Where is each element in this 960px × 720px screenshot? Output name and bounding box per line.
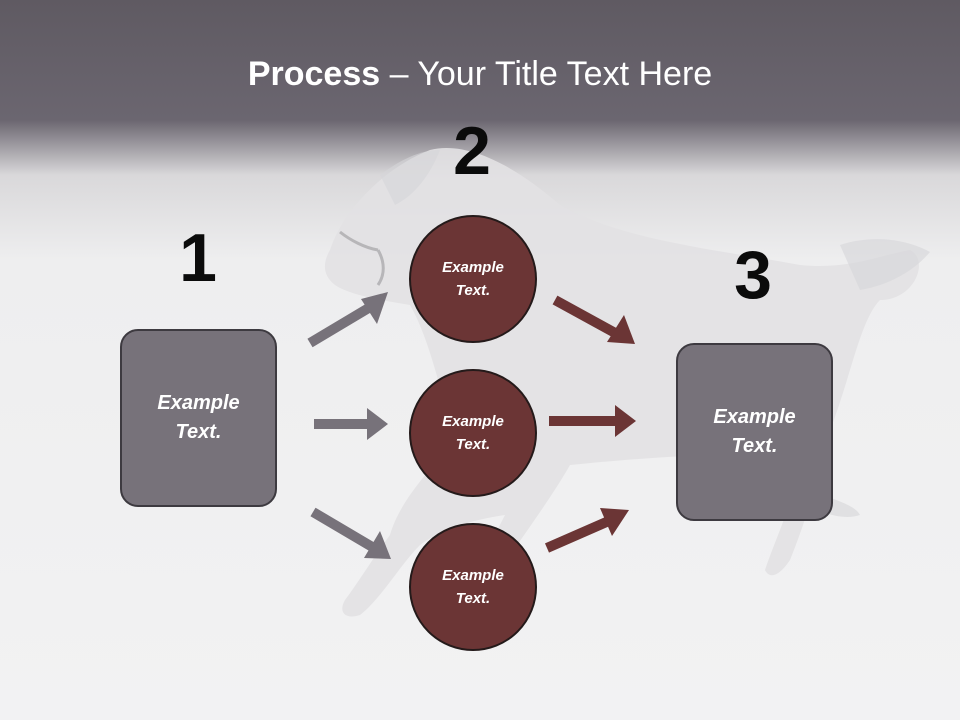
circle-top-text: Example Text. xyxy=(442,259,504,299)
red-arrow-straight xyxy=(549,405,636,437)
slide-title: Process – Your Title Text Here xyxy=(0,52,960,96)
right-box-text: Example Text. xyxy=(713,406,796,457)
circle-bottom: Example Text. xyxy=(409,523,537,651)
step-number-2: 2 xyxy=(453,113,491,189)
gray-arrow-straight xyxy=(314,408,388,440)
title-strong: Process xyxy=(247,55,381,93)
step-number-1: 1 xyxy=(179,220,217,296)
circle-top: Example Text. xyxy=(409,215,537,343)
circle-middle-text: Example Text. xyxy=(442,413,504,453)
left-box-text: Example Text. xyxy=(157,392,240,443)
gray-arrow-down xyxy=(310,507,391,559)
red-arrow-up xyxy=(544,508,629,553)
step-number-3: 3 xyxy=(734,237,772,313)
gray-arrow-up xyxy=(307,292,388,348)
circle-bottom-text: Example Text. xyxy=(442,567,504,607)
circle-middle: Example Text. xyxy=(409,369,537,497)
left-process-box: Example Text. xyxy=(120,329,277,507)
red-arrow-down xyxy=(552,295,635,344)
right-process-box: Example Text. xyxy=(676,343,833,521)
title-rest: – Your Title Text Here xyxy=(380,55,713,93)
